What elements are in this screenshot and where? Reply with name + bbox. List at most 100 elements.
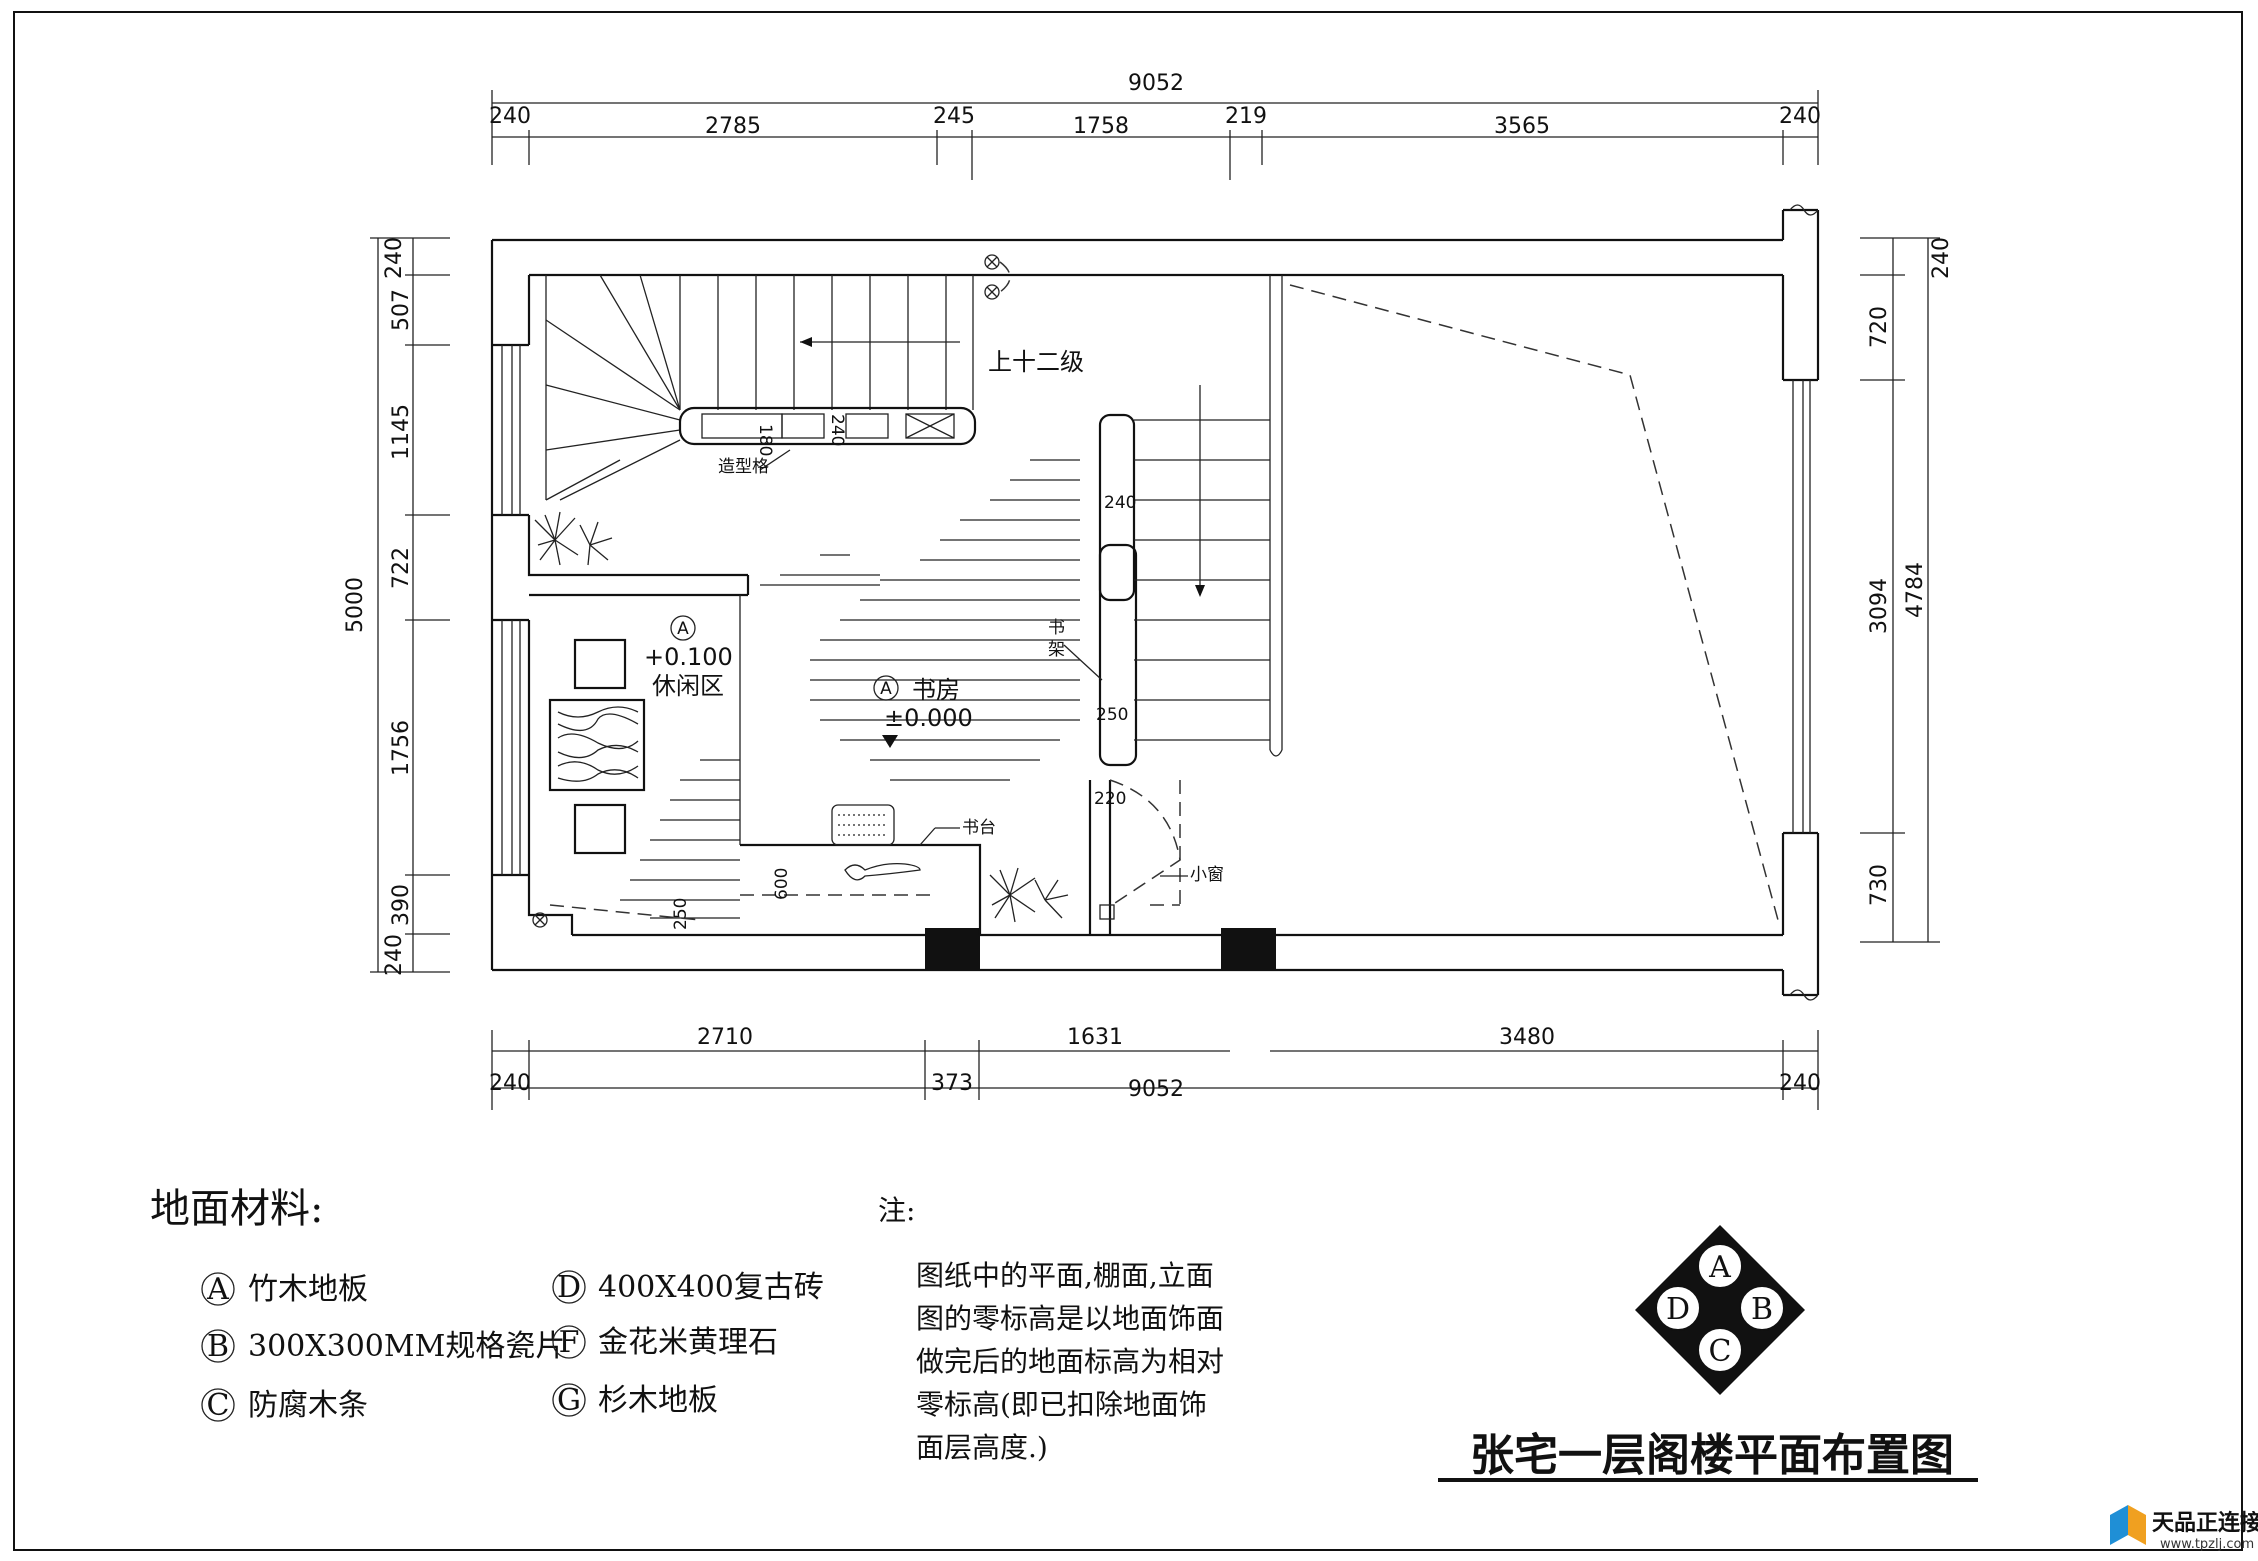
left-dim-2: 507 [389, 289, 414, 331]
legend-g-tag: G [557, 1383, 581, 1418]
study-level: ±0.000 [884, 704, 973, 732]
logo-name: 天品正连接 [2152, 1510, 2258, 1536]
notes-line-4: 零标高(即已扣除地面饰 [916, 1388, 1207, 1421]
right-dim-1: 240 [1929, 237, 1954, 279]
bookshelf-label-2: 架 [1048, 640, 1065, 660]
bottom-total-dim: 9052 [1128, 1077, 1184, 1102]
top-dim-1: 240 [489, 104, 531, 129]
legend-title: 地面材料: [150, 1186, 323, 1232]
top-dimensions: 9052 240 2785 245 1758 219 3565 240 [489, 71, 1821, 180]
desk-lamp-icon [844, 862, 921, 881]
notes-line-5: 面层高度.) [916, 1431, 1048, 1464]
left-dim-3: 1145 [389, 404, 414, 460]
floor-hatch [620, 459, 1080, 919]
notes-line-1: 图纸中的平面,棚面,立面 [916, 1259, 1214, 1292]
bottom-dim-1: 2710 [697, 1025, 753, 1050]
notes-line-2: 图的零标高是以地面饰面 [916, 1302, 1224, 1335]
shaped-grid-label: 造型格 [718, 457, 769, 477]
dim-220: 220 [1094, 789, 1126, 809]
left-dimensions: 240 507 1145 722 1756 390 240 5000 [343, 237, 450, 976]
armchair-bottom [573, 803, 627, 855]
study-area: A 书房 ±0.000 书台 600 250 小窗 [532, 675, 1224, 935]
desk-chair [831, 804, 895, 846]
notes-line-3: 做完后的地面标高为相对 [916, 1345, 1224, 1378]
top-dim-6: 3565 [1494, 114, 1550, 139]
study-name: 书房 [912, 676, 960, 704]
stairs-up-label: 上十二级 [988, 348, 1084, 376]
bookshelf-label-1: 书 [1048, 618, 1065, 638]
legend-g-circle [552, 1383, 586, 1417]
compass-diamond [1635, 1225, 1805, 1395]
compass-top: A [1708, 1250, 1731, 1285]
notes-heading: 注: [878, 1194, 915, 1227]
legend-a-circle [201, 1272, 235, 1306]
leisure-name: 休闲区 [652, 672, 724, 700]
bottom-dim-3: 3480 [1499, 1025, 1555, 1050]
stairs-upper: 上十二级 180 240 造型格 [545, 254, 1084, 501]
dim-240b: 240 [1104, 493, 1136, 513]
legend-c-tag: C [207, 1388, 230, 1423]
legend-a-tag: A [206, 1272, 229, 1307]
bottom-dimensions: 2710 1631 3480 240 373 9052 240 [489, 1025, 1821, 1110]
orientation-symbol: A D B C [1635, 1225, 1805, 1395]
top-dim-3: 245 [933, 104, 975, 129]
drawing-title: 张宅一层阁楼平面布置图 [1470, 1430, 1954, 1481]
legend-b-text: 300X300MM规格瓷片 [248, 1329, 565, 1364]
floor-material-legend: 地面材料: A 竹木地板 B 300X300MM规格瓷片 C 防腐木条 D 40… [150, 1186, 824, 1423]
leisure-tag-circle [670, 615, 696, 641]
stairs-lower: 240 书 架 250 220 [1048, 275, 1283, 809]
top-total-dim: 9052 [1128, 71, 1184, 96]
left-dim-1: 240 [382, 237, 407, 279]
compass-left: D [1666, 1292, 1690, 1327]
left-total-dim: 5000 [343, 577, 368, 633]
dim-240a: 240 [827, 414, 847, 446]
legend-b-circle [201, 1329, 235, 1363]
right-dim-3: 3094 [1867, 578, 1892, 634]
legend-f-circle [552, 1325, 586, 1359]
left-dim-7: 240 [382, 934, 407, 976]
left-dim-6: 390 [389, 884, 414, 926]
notes: 注: 图纸中的平面,棚面,立面 图的零标高是以地面饰面 做完后的地面标高为相对 … [878, 1194, 1224, 1464]
shaped-grid [678, 406, 977, 446]
top-dim-7: 240 [1779, 104, 1821, 129]
plant-left-icon [534, 511, 613, 566]
logo-url: www.tpzlj.com [2160, 1537, 2254, 1552]
column-1 [925, 928, 980, 970]
drawing-title-block: 张宅一层阁楼平面布置图 [1438, 1430, 1978, 1482]
legend-c-circle [201, 1388, 235, 1422]
leisure-level: +0.100 [644, 643, 733, 671]
legend-f-tag: F [559, 1325, 580, 1360]
walls [490, 204, 1820, 1001]
desk [740, 843, 982, 935]
top-dim-5: 219 [1225, 104, 1267, 129]
bottom-dim-2: 1631 [1067, 1025, 1123, 1050]
logo-mark-icon [2110, 1505, 2128, 1545]
armchair-top [573, 638, 627, 690]
leisure-tag: A [677, 619, 689, 639]
bottom-dim-4: 240 [489, 1071, 531, 1096]
right-dim-2: 720 [1867, 306, 1892, 348]
legend-a-text: 竹木地板 [248, 1272, 368, 1307]
dim-250b: 250 [671, 898, 691, 930]
top-dim-4: 1758 [1073, 114, 1129, 139]
legend-f-text: 金花米黄理石 [598, 1325, 778, 1360]
compass-bottom: C [1709, 1334, 1732, 1369]
right-total-dim: 4784 [1903, 562, 1928, 618]
sheet-border [13, 11, 2243, 1551]
top-dim-2: 2785 [705, 114, 761, 139]
desk-label: 书台 [962, 818, 996, 838]
level-marker-icon [882, 735, 898, 748]
legend-d-circle [552, 1270, 586, 1304]
right-dim-4: 730 [1867, 864, 1892, 906]
legend-d-text: 400X400复古砖 [598, 1270, 824, 1305]
right-dimensions: 240 720 3094 730 4784 [1860, 237, 1954, 943]
legend-g-text: 杉木地板 [598, 1383, 718, 1418]
leisure-area: A +0.100 休闲区 [534, 511, 733, 855]
ceiling-outline [1289, 284, 1779, 921]
left-dim-5: 1756 [389, 720, 414, 776]
small-window-label: 小窗 [1190, 865, 1224, 885]
left-dim-4: 722 [389, 547, 414, 589]
dim-600: 600 [772, 868, 792, 900]
